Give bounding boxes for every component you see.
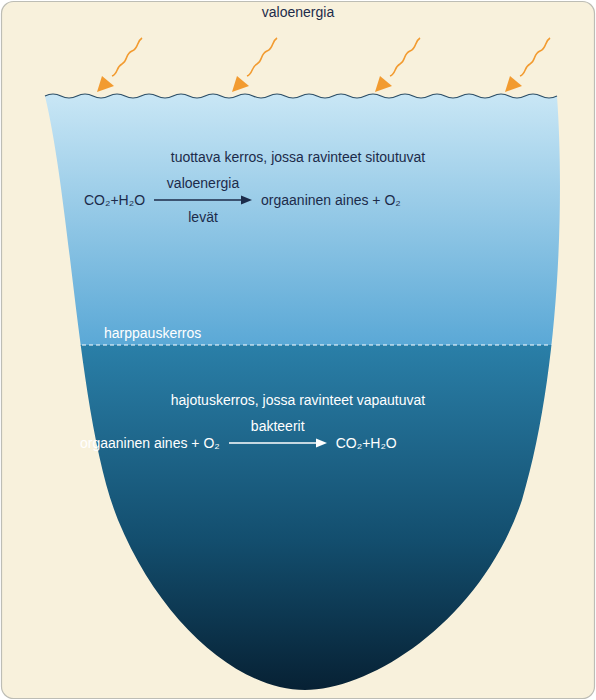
reactants: CO₂+H₂O: [84, 192, 145, 209]
reaction-formula: CO₂+H₂O: [84, 192, 145, 209]
water-surface: [45, 94, 557, 98]
reaction-arrow: [153, 192, 253, 209]
light-arrow: [375, 38, 420, 92]
light-label: valoenergia: [0, 4, 596, 21]
reactants: orgaaninen aines + O₂: [80, 435, 220, 452]
thermocline-line: [40, 344, 570, 345]
layer-region: hajotuskerros, jossa ravinteet vapautuva…: [70, 389, 526, 412]
decomposition-layer: [0, 345, 596, 700]
arrow-condition: bakteerit: [228, 418, 328, 435]
light-arrow: [232, 38, 277, 92]
layer-heading: tuottava kerros, jossa ravinteet sitoutu…: [70, 149, 526, 166]
reaction-arrow-box: valoenergialevät: [153, 192, 253, 209]
thermocline-label: harppauskerros: [104, 325, 304, 342]
reaction-formula: orgaaninen aines + O₂: [261, 192, 401, 209]
reaction-equation: orgaaninen aines + O₂ bakteerit CO₂+H₂O: [80, 435, 397, 452]
productive-layer: [0, 80, 596, 346]
arrow-condition: valoenergia: [153, 175, 253, 192]
reaction-formula: orgaaninen aines + O₂: [80, 435, 220, 452]
reaction-arrow-box: bakteerit: [228, 435, 328, 452]
light-arrow: [97, 38, 142, 92]
reaction-equation: CO₂+H₂O valoenergialevät orgaaninen aines …: [84, 192, 401, 209]
products: CO₂+H₂O: [336, 435, 397, 452]
reaction-formula: CO₂+H₂O: [336, 435, 397, 452]
reaction-arrow: [228, 435, 328, 452]
layer-region: tuottava kerros, jossa ravinteet sitoutu…: [70, 146, 526, 169]
arrow-condition: levät: [153, 209, 253, 226]
layer-heading: hajotuskerros, jossa ravinteet vapautuva…: [70, 392, 526, 409]
lake-water: [0, 80, 596, 700]
light-arrow: [505, 38, 550, 92]
products: orgaaninen aines + O₂: [261, 192, 401, 209]
